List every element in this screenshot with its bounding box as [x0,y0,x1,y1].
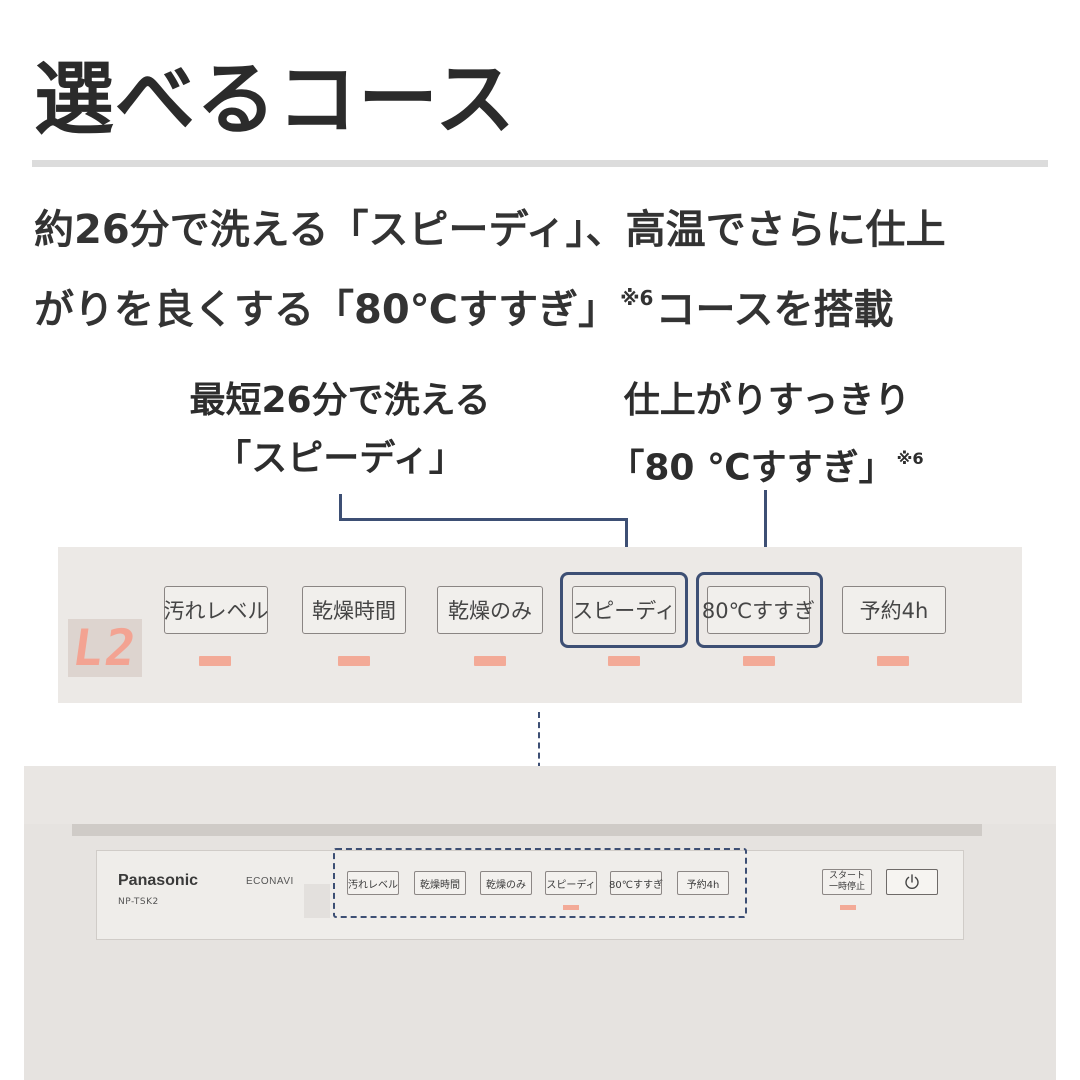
start-label: スタート [828,871,865,881]
indicator-led [563,905,579,910]
zoom-button-label: 汚れレベル [163,599,269,623]
start-pause-button[interactable]: スタート 一時停止 [822,869,872,895]
button-label: 予約4h [686,879,720,891]
description-line-2: がりを良くする「80℃すすぎ」※6コースを搭載 [34,264,1054,344]
button-dry-time[interactable]: 乾燥時間 [414,871,466,895]
indicator-led [199,656,231,666]
leader-rinse-vertical [764,490,767,572]
model-number: NP-TSK2 [118,897,159,907]
indicator-led [608,656,640,666]
button-80c-rinse[interactable]: 80℃すすぎ [609,871,663,895]
button-label: 乾燥のみ [486,879,526,891]
segment-display-text: L2 [68,619,142,677]
leader-speedy-vertical-2 [625,518,628,572]
description-line-2-text: がりを良くする「80℃すすぎ」 [34,287,619,333]
button-timer-4h[interactable]: 予約4h [677,871,729,895]
leader-speedy-horizontal [339,518,628,521]
appliance-top-surface [24,766,1056,824]
button-label: 汚れレベル [348,879,398,891]
zoom-button-dry-only[interactable]: 乾燥のみ [437,586,543,634]
callout-speedy: 最短26分で洗える 「スピーディ」 [160,372,520,488]
footnote-mark: ※6 [620,286,654,310]
indicator-led [877,656,909,666]
leader-speedy-vertical-1 [339,494,342,520]
zoom-button-label: 予約4h [859,599,929,623]
indicator-led [474,656,506,666]
title-divider [32,160,1048,167]
indicator-led [743,656,775,666]
button-label: 80℃すすぎ [609,879,663,891]
zoom-button-label: 乾燥時間 [312,599,396,623]
brand-logo: Panasonic [118,872,199,889]
button-speedy[interactable]: スピーディ [545,871,597,895]
indicator-led [840,905,856,910]
zoom-button-dry-time[interactable]: 乾燥時間 [302,586,406,634]
mini-display [304,884,330,918]
button-label: 乾燥時間 [420,879,460,891]
appliance-shadow [72,824,982,836]
highlight-box-speedy [560,572,688,648]
zoom-button-label: スピーディ [572,599,676,623]
pause-label: 一時停止 [828,882,865,892]
zoom-button-label: 乾燥のみ [448,599,532,623]
description-line-1: 約26分で洗える「スピーディ」、高温でさらに仕上 [34,207,946,253]
appliance-control-panel [96,850,964,940]
button-label: スピーディ [546,879,596,891]
zoom-button-soil-level[interactable]: 汚れレベル [163,586,269,634]
callout-rinse-line-1: 仕上がりすっきり [623,380,911,421]
econavi-label: ECONAVI [246,876,294,887]
zoom-button-label: 80℃すすぎ [701,599,816,623]
callout-footnote-mark: ※6 [896,449,924,468]
power-button[interactable] [886,869,938,895]
callout-rinse-line-2-text: 「80 ℃すすぎ」 [608,447,895,489]
zoom-button-speedy[interactable]: スピーディ [572,586,676,634]
segment-display: L2 [68,619,142,677]
callout-speedy-line-1: 最短26分で洗える [189,380,491,421]
callout-speedy-line-2: 「スピーディ」 [215,438,465,479]
description-line-2-tail: コースを搭載 [655,287,894,333]
description: 約26分で洗える「スピーディ」、高温でさらに仕上 がりを良くする「80℃すすぎ」… [34,196,1054,344]
indicator-led [338,656,370,666]
power-icon [905,874,919,889]
highlight-box-80c-rinse [696,572,823,648]
callout-80c-rinse: 仕上がりすっきり 「80 ℃すすぎ」※6 [592,372,942,497]
callout-rinse-line-2: 「80 ℃すすぎ」※6 [592,430,942,497]
dashed-highlight-box [333,848,747,918]
button-dry-only[interactable]: 乾燥のみ [480,871,532,895]
zoom-button-80c-rinse[interactable]: 80℃すすぎ [702,586,815,634]
zoom-button-timer-4h[interactable]: 予約4h [842,586,946,634]
page-title: 選べるコース [34,53,516,146]
button-soil-level[interactable]: 汚れレベル [347,871,399,895]
